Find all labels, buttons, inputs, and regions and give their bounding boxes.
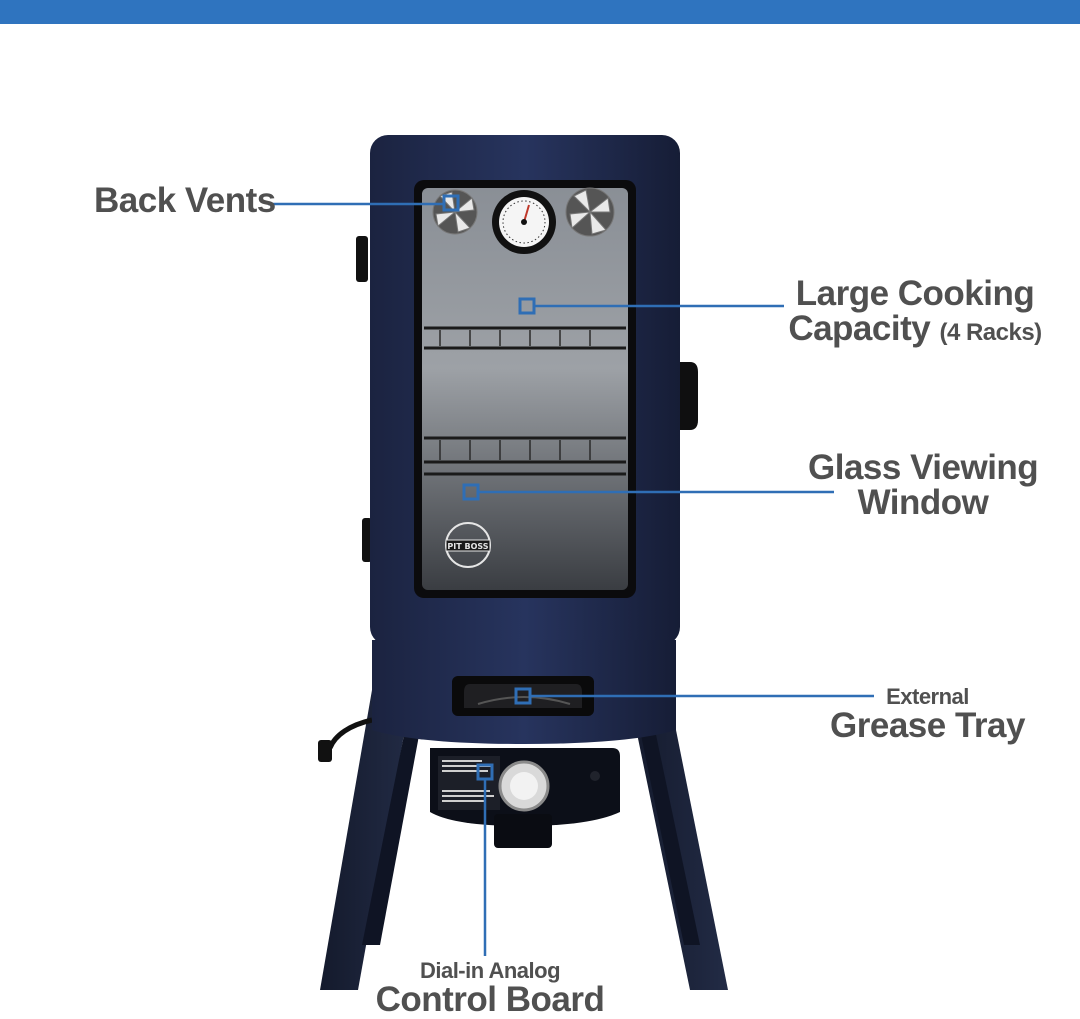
- back-vents-marker: [442, 194, 460, 212]
- callout-glass-window: Glass Viewing Window: [808, 448, 1039, 522]
- callout-back-vents: Back Vents: [94, 183, 276, 218]
- control-board-line2: Control Board: [375, 980, 605, 1019]
- left-hinge-bottom: [362, 518, 372, 562]
- grease-tray-line1: External: [886, 684, 969, 709]
- grease-tray-line2: Grease Tray: [830, 706, 1025, 745]
- cooking-capacity-marker: [518, 297, 536, 315]
- cooking-capacity-line2-wrap: Capacity (4 Racks): [780, 311, 1050, 346]
- cooking-capacity-line2: Capacity: [788, 309, 931, 348]
- glass-window-marker: [462, 483, 480, 501]
- control-board-line1: Dial-in Analog: [419, 958, 561, 983]
- glass-window: [422, 188, 628, 590]
- callout-grease-tray: External Grease Tray: [830, 684, 1025, 745]
- cooking-capacity-line1: Large Cooking: [795, 274, 1035, 313]
- back-vents-text: Back Vents: [94, 181, 276, 220]
- left-hinge-top: [356, 236, 368, 282]
- callout-control-board: Dial-in Analog Control Board: [370, 958, 610, 1019]
- brand-logo-badge: PIT BOSS: [445, 522, 491, 568]
- svg-text:PIT BOSS: PIT BOSS: [447, 542, 488, 551]
- cooking-capacity-racks: (4 Racks): [939, 319, 1042, 346]
- top-accent-bar: [0, 0, 1080, 24]
- door-latch: [676, 362, 698, 430]
- cooking-racks: [424, 326, 626, 476]
- control-board-marker: [476, 763, 494, 781]
- glass-window-line2: Window: [857, 483, 989, 522]
- callout-cooking-capacity: Large Cooking Capacity (4 Racks): [780, 276, 1050, 346]
- smoker-legs: [320, 690, 728, 990]
- glass-window-line1: Glass Viewing: [808, 448, 1039, 487]
- grease-tray-marker: [514, 687, 532, 705]
